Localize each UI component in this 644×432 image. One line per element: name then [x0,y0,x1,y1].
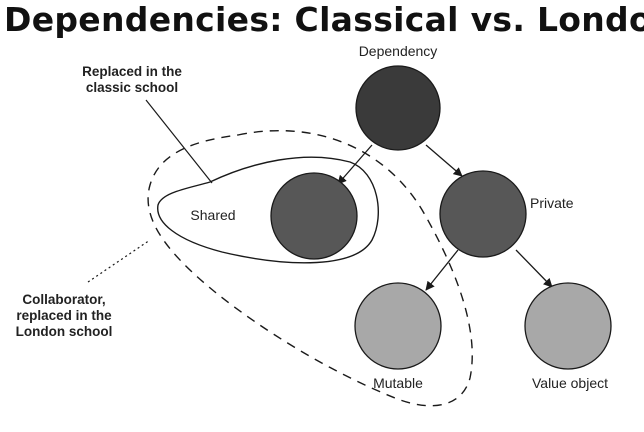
shared-node [270,172,358,260]
shared-label: Shared [190,207,235,223]
shared-boundary [157,156,379,264]
private-node [439,170,527,258]
private-label: Private [530,195,574,211]
london-pointer-line [87,239,151,283]
collaborator-boundary [147,129,473,407]
classic-annotation-line-2: classic school [86,80,178,95]
london-annotation-line-1: Collaborator, [22,292,105,307]
arrow-private-to-mutable [425,249,459,291]
value-object-node [524,282,612,370]
dependency-node [355,65,441,151]
arrow-dependency-to-shared [337,144,373,185]
mutable-label: Mutable [373,375,423,391]
mutable-node [354,282,442,370]
page-title: Dependencies: Classical vs. London [4,0,644,39]
london-annotation-line-2: replaced in the [16,308,112,323]
classic-annotation-line-1: Replaced in the [82,64,182,79]
arrow-private-to-value-object [515,249,553,288]
classic-pointer-line [145,99,213,184]
value-object-label: Value object [532,375,608,391]
dependency-label: Dependency [359,43,438,59]
arrow-dependency-to-private [425,144,463,177]
london-annotation-line-3: London school [16,324,113,339]
